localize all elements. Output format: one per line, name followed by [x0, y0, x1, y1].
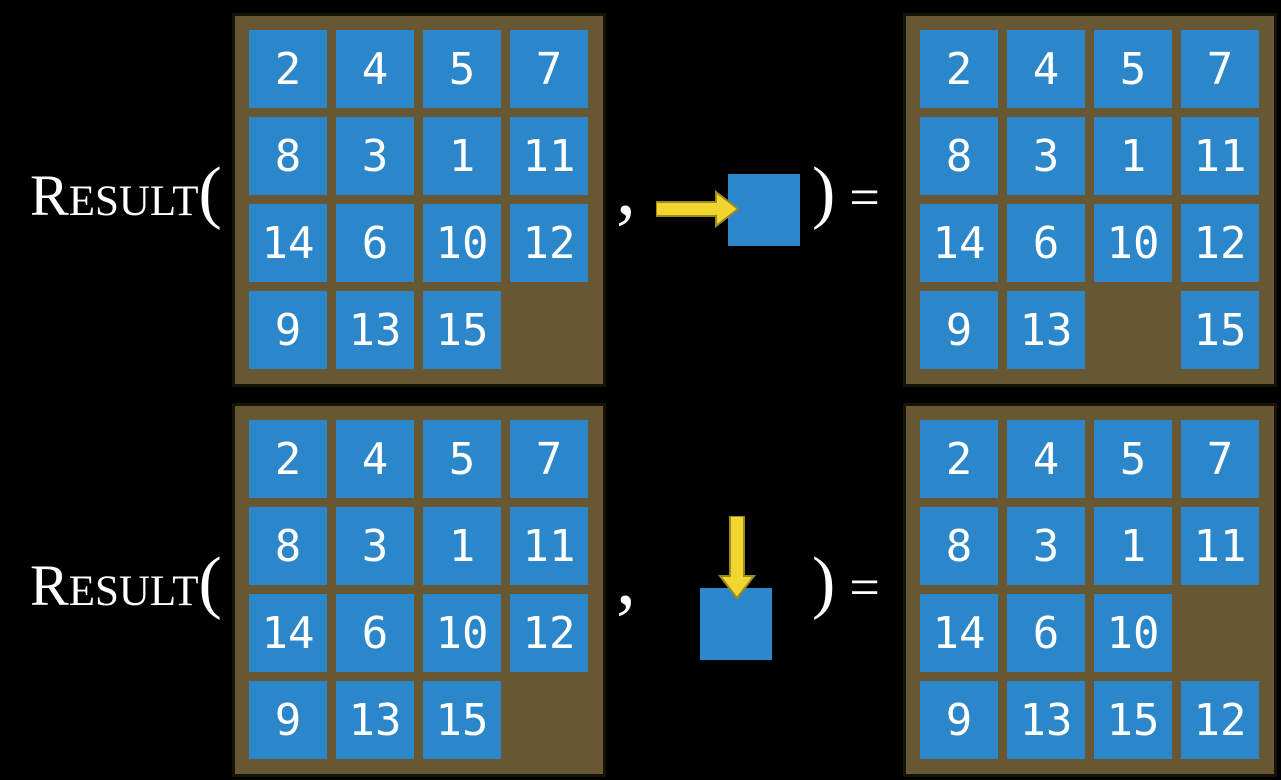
puzzle-tile: 5: [1094, 420, 1172, 498]
puzzle-tile: 1: [423, 117, 501, 195]
close-paren-equals: ) =: [812, 158, 880, 228]
close-paren: ): [812, 544, 836, 621]
close-paren: ): [812, 154, 836, 231]
puzzle-tile: 10: [1094, 204, 1172, 282]
puzzle-tile: 4: [336, 420, 414, 498]
puzzle-tile: 3: [336, 117, 414, 195]
puzzle-tile: 2: [249, 420, 327, 498]
puzzle-tile: 10: [423, 204, 501, 282]
puzzle-tile: 9: [249, 681, 327, 759]
puzzle-tile: 5: [1094, 30, 1172, 108]
puzzle-tile: 13: [1007, 681, 1085, 759]
puzzle-tile: 3: [336, 507, 414, 585]
empty-cell: [510, 681, 588, 759]
puzzle-tile: 4: [336, 30, 414, 108]
puzzle-tile: 11: [510, 507, 588, 585]
puzzle-tile: 2: [249, 30, 327, 108]
puzzle-tile: 9: [920, 681, 998, 759]
puzzle-tile: 4: [1007, 30, 1085, 108]
puzzle-tile: 5: [423, 420, 501, 498]
puzzle-tile: 9: [249, 291, 327, 369]
puzzle-tile: 1: [423, 507, 501, 585]
down-arrow-icon: [718, 516, 756, 600]
puzzle-tile: 6: [336, 204, 414, 282]
puzzle-tile: 8: [249, 117, 327, 195]
puzzle-tile: 3: [1007, 507, 1085, 585]
puzzle-tile: 3: [1007, 117, 1085, 195]
puzzle-tile: 2: [920, 420, 998, 498]
puzzle-tile: 7: [1181, 420, 1259, 498]
puzzle-tile: 1: [1094, 117, 1172, 195]
action-tile: [728, 174, 800, 246]
puzzle-tile: 10: [1094, 594, 1172, 672]
result-label-initial: R: [30, 553, 69, 618]
puzzle-tile: 12: [1181, 681, 1259, 759]
puzzle-tile: 15: [1181, 291, 1259, 369]
open-paren: (: [198, 154, 222, 231]
puzzle-tile: 6: [336, 594, 414, 672]
empty-cell: [510, 291, 588, 369]
equals-sign: =: [849, 557, 880, 617]
puzzle-tile: 13: [1007, 291, 1085, 369]
puzzle-tile: 15: [423, 681, 501, 759]
comma-separator: ,: [616, 534, 636, 622]
puzzle-tile: 1: [1094, 507, 1172, 585]
puzzle-tile: 15: [1094, 681, 1172, 759]
right-arrow-icon: [656, 190, 740, 228]
puzzle-tile: 6: [1007, 204, 1085, 282]
puzzle-tile: 7: [1181, 30, 1259, 108]
puzzle-tile: 8: [249, 507, 327, 585]
puzzle-tile: 7: [510, 420, 588, 498]
puzzle-tile: 13: [336, 291, 414, 369]
empty-cell: [1181, 594, 1259, 672]
result-label-rest: ESULT: [68, 568, 199, 615]
puzzle-tile: 12: [1181, 204, 1259, 282]
puzzle-tile: 11: [1181, 507, 1259, 585]
puzzle-tile: 11: [1181, 117, 1259, 195]
result-label-initial: R: [30, 163, 69, 228]
down-arrow-shape: [718, 516, 756, 600]
puzzle-tile: 9: [920, 291, 998, 369]
puzzle-tile: 14: [249, 204, 327, 282]
comma-separator: ,: [616, 144, 636, 232]
puzzle-tile: 12: [510, 204, 588, 282]
puzzle-tile: 8: [920, 117, 998, 195]
close-paren-equals: ) =: [812, 548, 880, 618]
puzzle-tile: 6: [1007, 594, 1085, 672]
puzzle-tile: 11: [510, 117, 588, 195]
open-paren: (: [198, 544, 222, 621]
puzzle-tile: 8: [920, 507, 998, 585]
puzzle-tile: 14: [249, 594, 327, 672]
equals-sign: =: [849, 167, 880, 227]
puzzle-tile: 12: [510, 594, 588, 672]
puzzle-tile: 14: [920, 594, 998, 672]
right-arrow-shape: [656, 190, 740, 228]
puzzle-tile: 5: [423, 30, 501, 108]
puzzle-tile: 10: [423, 594, 501, 672]
puzzle-tile: 14: [920, 204, 998, 282]
puzzle-tile: 2: [920, 30, 998, 108]
empty-cell: [1094, 291, 1172, 369]
action-tile: [700, 588, 772, 660]
puzzle-tile: 4: [1007, 420, 1085, 498]
puzzle-tile: 13: [336, 681, 414, 759]
puzzle-tile: 7: [510, 30, 588, 108]
puzzle-tile: 15: [423, 291, 501, 369]
result-label-rest: ESULT: [68, 178, 199, 225]
